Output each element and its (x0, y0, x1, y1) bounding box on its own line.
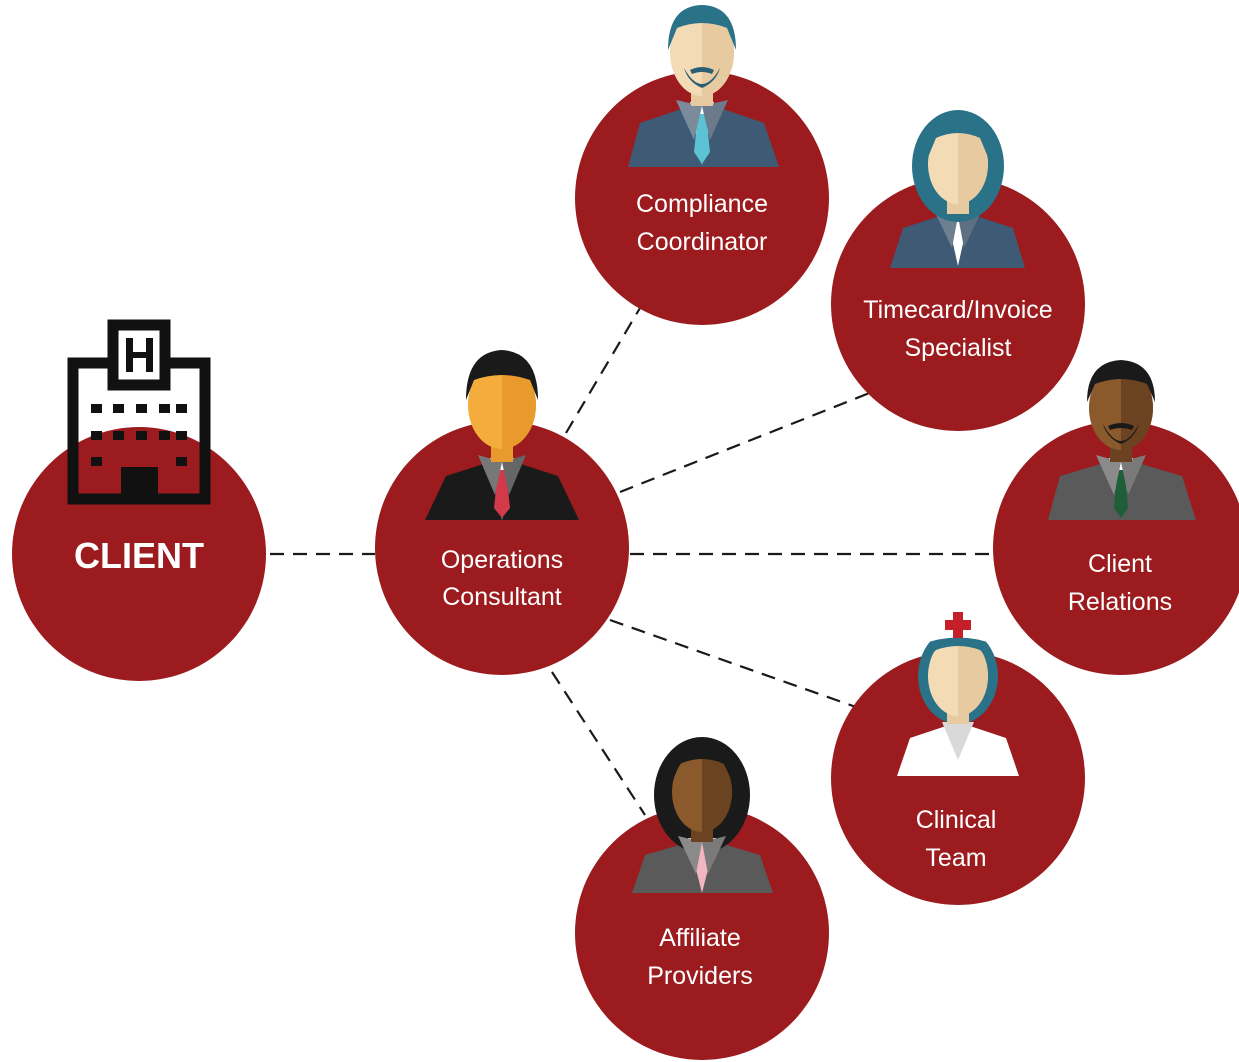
operations-consultant-node[interactable]: Operations Consultant (375, 350, 629, 675)
operations-circle (375, 421, 629, 675)
client-node[interactable]: CLIENT (12, 319, 266, 681)
compliance-label-line2: Coordinator (637, 228, 768, 256)
timecard-circle (831, 177, 1085, 431)
clinical-circle (831, 651, 1085, 905)
operations-label-line1: Operations (441, 546, 563, 574)
man-beard-green-tie-icon (1048, 360, 1196, 520)
woman-pink-blouse-icon (632, 737, 773, 893)
affiliate-label-line2: Providers (647, 962, 753, 990)
client-label: CLIENT (74, 535, 204, 576)
affiliate-circle (575, 806, 829, 1060)
businessman-red-tie-icon (425, 350, 579, 520)
clinical-label-line1: Clinical (916, 806, 997, 834)
client-relations-node[interactable]: Client Relations (993, 360, 1239, 675)
nurse-cap-red-cross-icon (897, 598, 1019, 776)
clinical-team-node[interactable]: Clinical Team (831, 598, 1085, 905)
compliance-label-line1: Compliance (636, 190, 768, 218)
timecard-label-line1: Timecard/Invoice (863, 296, 1052, 324)
operations-label-line2: Consultant (442, 583, 562, 611)
client-relations-label-line2: Relations (1068, 588, 1172, 616)
clinical-label-line2: Team (925, 844, 986, 872)
connector-operations-compliance (565, 307, 641, 434)
client-relations-label-line1: Client (1088, 550, 1152, 578)
hospital-building-icon (67, 319, 211, 505)
affiliate-providers-node[interactable]: Affiliate Providers (575, 737, 829, 1060)
woman-teal-hair-icon (890, 110, 1025, 268)
compliance-coordinator-node[interactable]: Compliance Coordinator (575, 5, 829, 325)
connector-operations-timecard (619, 390, 873, 494)
connectors (270, 307, 997, 816)
affiliate-label-line1: Affiliate (659, 924, 741, 952)
timecard-label-line2: Specialist (905, 334, 1012, 362)
timecard-invoice-specialist-node[interactable]: Timecard/Invoice Specialist (831, 110, 1085, 431)
connector-operations-affiliate (551, 671, 646, 816)
connector-operations-clinical (609, 618, 871, 714)
man-beard-blue-tie-icon (628, 5, 779, 167)
